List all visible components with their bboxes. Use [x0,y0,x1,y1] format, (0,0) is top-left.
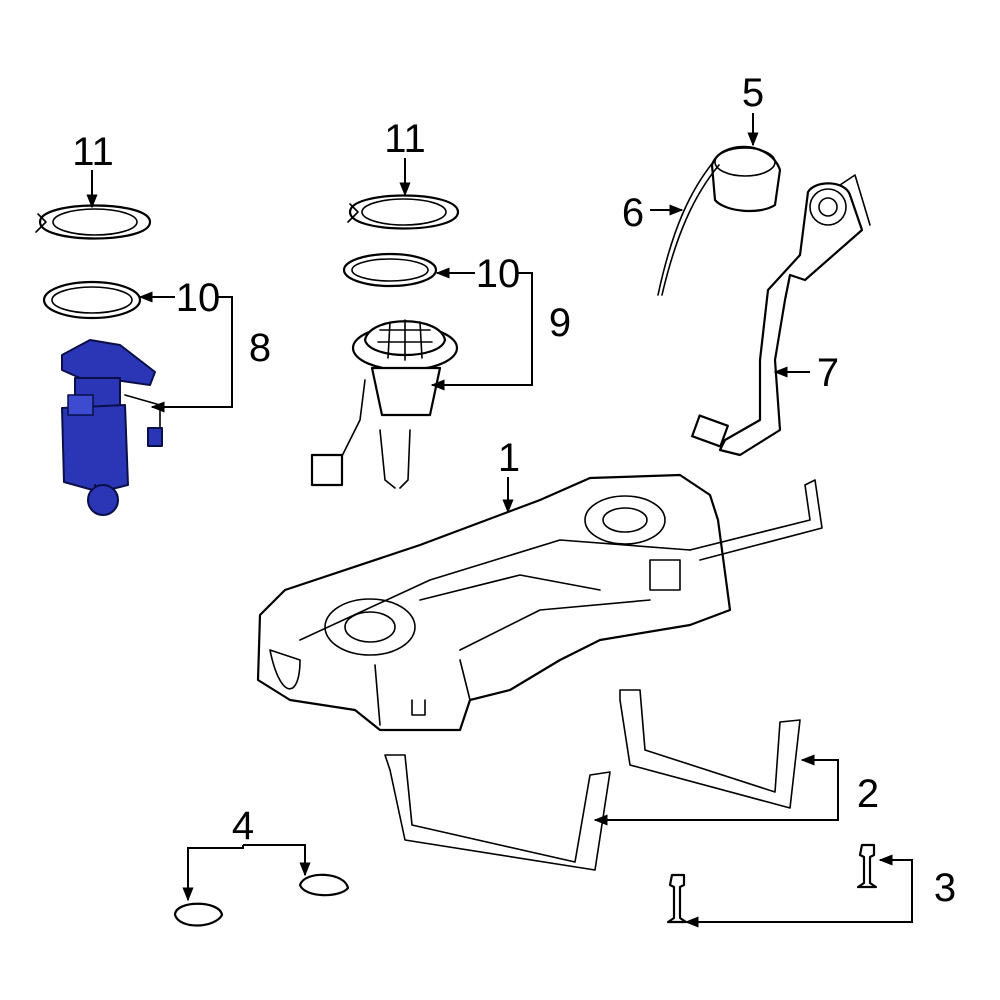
callout-11-right[interactable]: 11 [384,117,426,161]
callout-8[interactable]: 8 [249,326,271,370]
leader-lines [86,113,913,928]
fuel-tank[interactable] [256,473,823,732]
fuel-cap[interactable] [710,145,782,213]
lock-ring-left[interactable] [35,204,152,240]
tank-straps[interactable] [384,689,801,871]
callout-5[interactable]: 5 [742,71,764,115]
callout-10-left[interactable]: 10 [176,276,221,320]
callout-11-left[interactable]: 11 [72,130,114,174]
lock-ring-right[interactable] [347,194,460,230]
filler-pipe[interactable] [691,174,871,457]
callout-2[interactable]: 2 [857,772,879,816]
callout-10-right[interactable]: 10 [476,252,521,296]
heat-shields[interactable] [173,873,350,927]
fuel-pump-module-left[interactable] [61,339,163,516]
cap-tether[interactable] [657,159,720,296]
callout-7[interactable]: 7 [817,351,839,395]
callout-3[interactable]: 3 [934,866,956,910]
strap-bolts[interactable] [666,843,878,924]
seal-right[interactable] [342,252,438,288]
callout-9[interactable]: 9 [549,301,571,345]
callout-1[interactable]: 1 [498,436,520,480]
seal-left[interactable] [42,280,142,320]
callout-4[interactable]: 4 [232,804,254,848]
fuel-pump-module-right[interactable] [310,319,459,489]
callout-6[interactable]: 6 [622,191,644,235]
